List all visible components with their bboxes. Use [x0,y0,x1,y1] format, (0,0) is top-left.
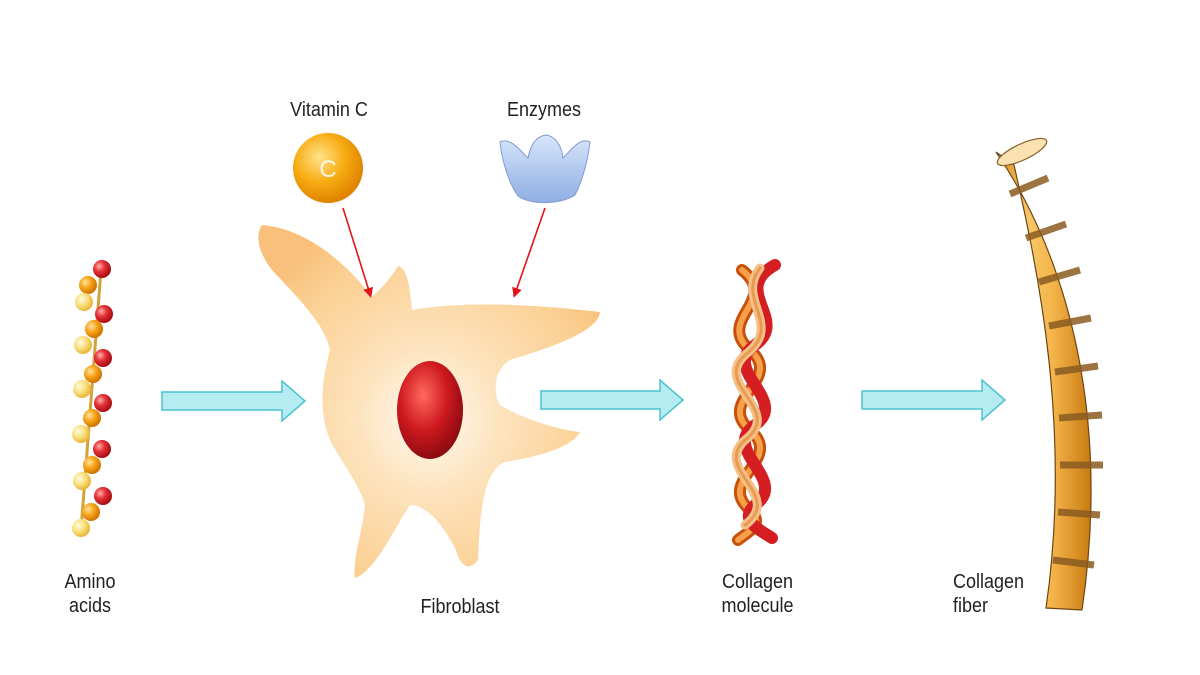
collagen-fiber [995,137,1103,611]
enzymes-label: Enzymes [506,99,582,121]
enzyme-arrow [512,207,546,298]
fibroblast-cell [258,225,600,578]
amino-acid-chain [72,260,113,537]
vitamin-c-label: Vitamin C [290,99,368,121]
fibroblast-label: Fibroblast [420,596,500,618]
collagen-molecule-label-line1: Collagen [721,571,794,593]
vitamin-c-letter: C [319,156,336,183]
vitamin-c-arrow [342,207,373,298]
enzyme-shape [499,134,591,204]
flow-arrow-2 [540,378,685,422]
vitamin-c-molecule: C [293,133,363,203]
amino-acids-label-line1: Amino [64,571,116,593]
collagen-molecule-label: Collagen molecule [706,570,810,618]
fiber-bands [1008,174,1103,569]
collagen-molecule-label-line2: molecule [721,595,794,617]
flow-arrow-3 [861,378,1007,422]
cell-nucleus [397,361,463,459]
collagen-molecule-helix [731,259,781,546]
collagen-fiber-label-line2: fiber [953,595,989,617]
amino-acids-label-line2: acids [68,595,112,617]
amino-acids-label: Amino acids [45,570,135,618]
flow-arrow-1 [161,379,307,423]
collagen-fiber-label: Collagen fiber [953,570,1043,618]
collagen-fiber-label-line1: Collagen [953,571,1025,593]
